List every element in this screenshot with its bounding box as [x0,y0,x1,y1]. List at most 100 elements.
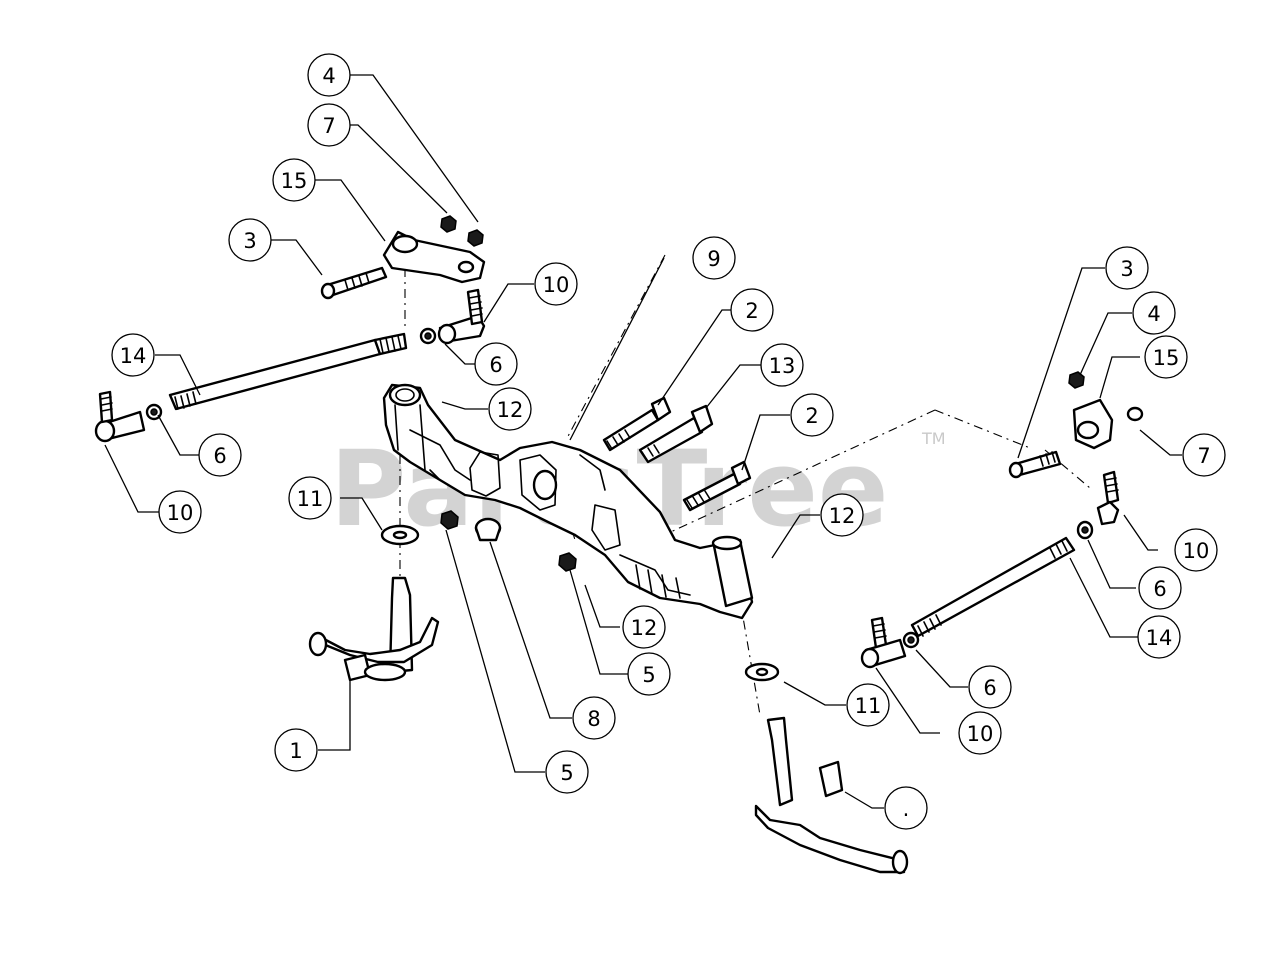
callout-circle [272,158,316,202]
callout-circle [1182,433,1226,477]
bolts [602,396,752,512]
callout-label: 11 [855,694,882,718]
tie-rod-end-left-upper [419,288,486,345]
tie-rod-end-right-upper [1076,470,1120,540]
callout-circle [274,728,318,772]
callout-12c: 12 [622,605,666,649]
callout-label: 4 [322,64,335,88]
callout-circle [622,605,666,649]
callout-2a: 2 [730,288,774,332]
callout-1a: 1 [274,728,318,772]
callout-10d: 10 [958,711,1002,755]
callout-label: 9 [707,247,720,271]
callout-label: 3 [1120,257,1133,281]
axle-beam [382,383,754,620]
callout-label: 6 [1153,577,1166,601]
callout-label: 6 [489,353,502,377]
callout-circle [1174,528,1218,572]
callout-label: 5 [560,761,573,785]
callout-circle [1132,291,1176,335]
callout-label: 11 [297,487,324,511]
callout-circle [307,53,351,97]
callout-circle [545,750,589,794]
tie-rod-end-left-lower [94,390,163,443]
callout-circle [488,387,532,431]
callout-6a: 6 [474,342,518,386]
spindle-left [308,576,440,682]
callout-5b: 5 [545,750,589,794]
callout-14a: 14 [111,333,155,377]
callout-7a: 7 [307,103,351,147]
watermark-trademark: TM [921,429,946,448]
callout-circle [1105,246,1149,290]
steering-arm-right [1008,371,1144,479]
callout-10c: 10 [1174,528,1218,572]
callout-label: 15 [281,169,308,193]
spindle-right [744,662,909,875]
callout-label: 10 [167,501,194,525]
tie-rod-right [910,536,1076,638]
callout-label: 12 [497,398,524,422]
callout-label: 13 [769,354,796,378]
callout-label: 10 [543,273,570,297]
callout-label: 1 [289,739,302,763]
callout-6d: 6 [968,665,1012,709]
callout-label: 5 [642,663,655,687]
callout-label: 2 [745,299,758,323]
callout-9: 9 [692,236,736,280]
callout-13: 13 [760,343,804,387]
callout-3a: 3 [228,218,272,262]
hardware-left [380,510,577,572]
callout-label: 12 [829,504,856,528]
callout-6c: 6 [1138,566,1182,610]
callout-2b: 2 [790,393,834,437]
callout-label: 6 [213,444,226,468]
callout-11a: 11 [288,476,332,520]
callout-circle [884,786,928,830]
callout-label: 3 [243,229,256,253]
callout-label: 6 [983,676,996,700]
callout-15b: 15 [1144,335,1188,379]
callout-label: 10 [967,722,994,746]
callout-12b: 12 [820,493,864,537]
callout-circle [1144,335,1188,379]
callout-circle [198,433,242,477]
leader-lines [104,74,1182,809]
callout-circle [692,236,736,280]
callout-circle [474,342,518,386]
callout-circle [228,218,272,262]
callout-6b: 6 [198,433,242,477]
callout-11b: 11 [846,683,890,727]
callout-label: 15 [1153,346,1180,370]
callout-circle [846,683,890,727]
callout-circle [307,103,351,147]
callout-label: 4 [1147,302,1160,326]
callout-label: 10 [1183,539,1210,563]
callout-circle [958,711,1002,755]
callout-label: 8 [587,707,600,731]
callout-circle [288,476,332,520]
callout-circle [968,665,1012,709]
callout-circle [820,493,864,537]
callout-label: 7 [322,114,335,138]
callout-14b: 14 [1137,615,1181,659]
callout-circle [158,490,202,534]
callout-circle [534,262,578,306]
callout-label: 12 [631,616,658,640]
callout-label: 14 [120,344,147,368]
callout-4b: 4 [1132,291,1176,335]
callout-circle [760,343,804,387]
callout-circle [1138,566,1182,610]
callout-4a: 4 [307,53,351,97]
callout-circle [1137,615,1181,659]
callout-1b: . [884,786,928,830]
steering-arm-left [320,215,486,300]
callout-circle [627,652,671,696]
callout-circle [572,696,616,740]
tie-rod-left [168,332,408,411]
callout-7b: 7 [1182,433,1226,477]
callout-15a: 15 [272,158,316,202]
callout-3b: 3 [1105,246,1149,290]
callout-circle [111,333,155,377]
